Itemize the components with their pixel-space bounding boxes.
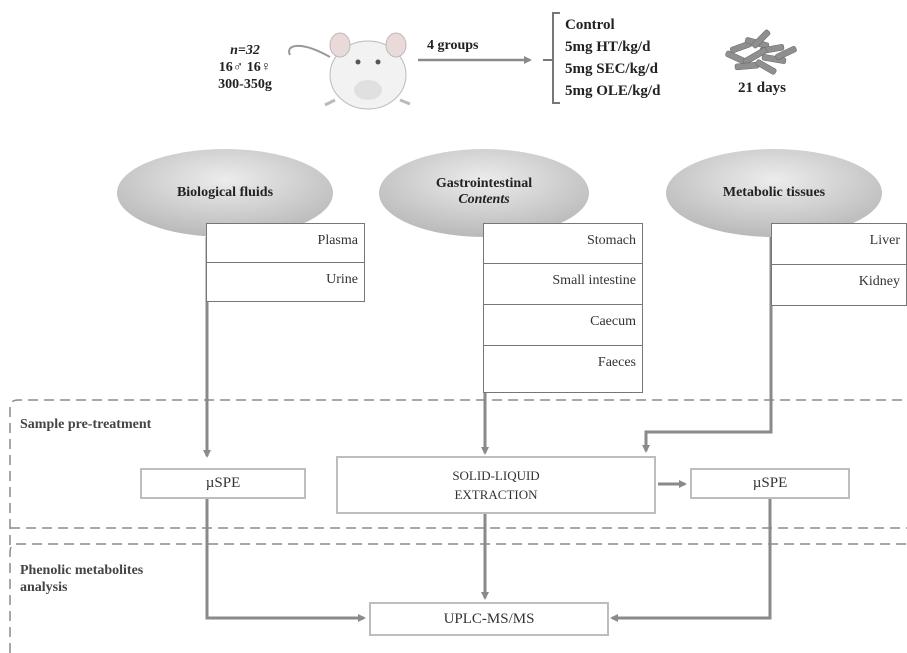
pellets-illustration (725, 29, 797, 75)
uspe-right-to-uplc-arrow (610, 498, 772, 622)
analysis-title-line2: analysis (20, 580, 68, 595)
sample-cell-faeces: Faeces (483, 345, 643, 393)
biological-fluids-ellipse (117, 149, 333, 237)
tissues-to-sle-arrow (642, 237, 773, 453)
group-list: Control 5mg HT/kg/d 5mg SEC/kg/d 5mg OLE… (565, 14, 660, 102)
metabolic-tissues-ellipse (666, 149, 882, 237)
analysis-title-line1: Phenolic metabolites (20, 563, 144, 578)
subject-weight: 300-350g (218, 77, 272, 92)
uspe-box-left: µSPE (140, 468, 306, 499)
group-item: 5mg SEC/kg/d (565, 61, 658, 77)
pretreatment-section-border (9, 399, 907, 545)
subject-info: n=32 16♂ 16♀ 300-350g (200, 42, 290, 93)
biological-fluids-title: Biological fluids (176, 185, 274, 200)
uspe-to-uplc-arrow (205, 498, 366, 622)
gastrointestinal-title: Gastrointestinal Contents (379, 176, 589, 208)
analysis-section-border (9, 543, 907, 653)
sample-cell-stomach: Stomach (483, 223, 643, 264)
subject-n: n=32 (230, 43, 260, 58)
sample-cell-caecum: Caecum (483, 304, 643, 346)
groups-bracket (552, 12, 560, 104)
solid-liquid-extraction-box: SOLID-LIQUID EXTRACTION (336, 456, 656, 514)
sle-line2: EXTRACTION (454, 487, 538, 502)
sample-cell-small-intestine: Small intestine (483, 263, 643, 305)
group-item: Control (565, 17, 615, 33)
sample-cell-plasma: Plasma (206, 223, 365, 263)
uspe-box-right: µSPE (690, 468, 850, 499)
gastrointestinal-ellipse (379, 149, 589, 237)
metabolic-tissues-title: Metabolic tissues (722, 185, 826, 200)
group-item: 5mg OLE/kg/d (565, 83, 661, 99)
group-item: 5mg HT/kg/d (565, 39, 651, 55)
sample-cell-liver: Liver (771, 223, 907, 265)
gastrointestinal-title-line2: Contents (458, 192, 510, 207)
sample-cell-kidney: Kidney (771, 264, 907, 306)
rat-illustration (288, 32, 411, 110)
analysis-title: Phenolic metabolites analysis (20, 562, 143, 596)
pretreatment-title: Sample pre-treatment (20, 417, 152, 432)
groups-label: 4 groups (427, 38, 479, 53)
duration-label: 21 days (738, 80, 786, 96)
sle-line1: SOLID-LIQUID (452, 468, 540, 483)
uplc-msms-box: UPLC-MS/MS (369, 602, 609, 636)
gastrointestinal-title-line1: Gastrointestinal (435, 176, 533, 191)
sample-cell-urine: Urine (206, 262, 365, 302)
subject-sex: 16♂ 16♀ (218, 60, 272, 75)
